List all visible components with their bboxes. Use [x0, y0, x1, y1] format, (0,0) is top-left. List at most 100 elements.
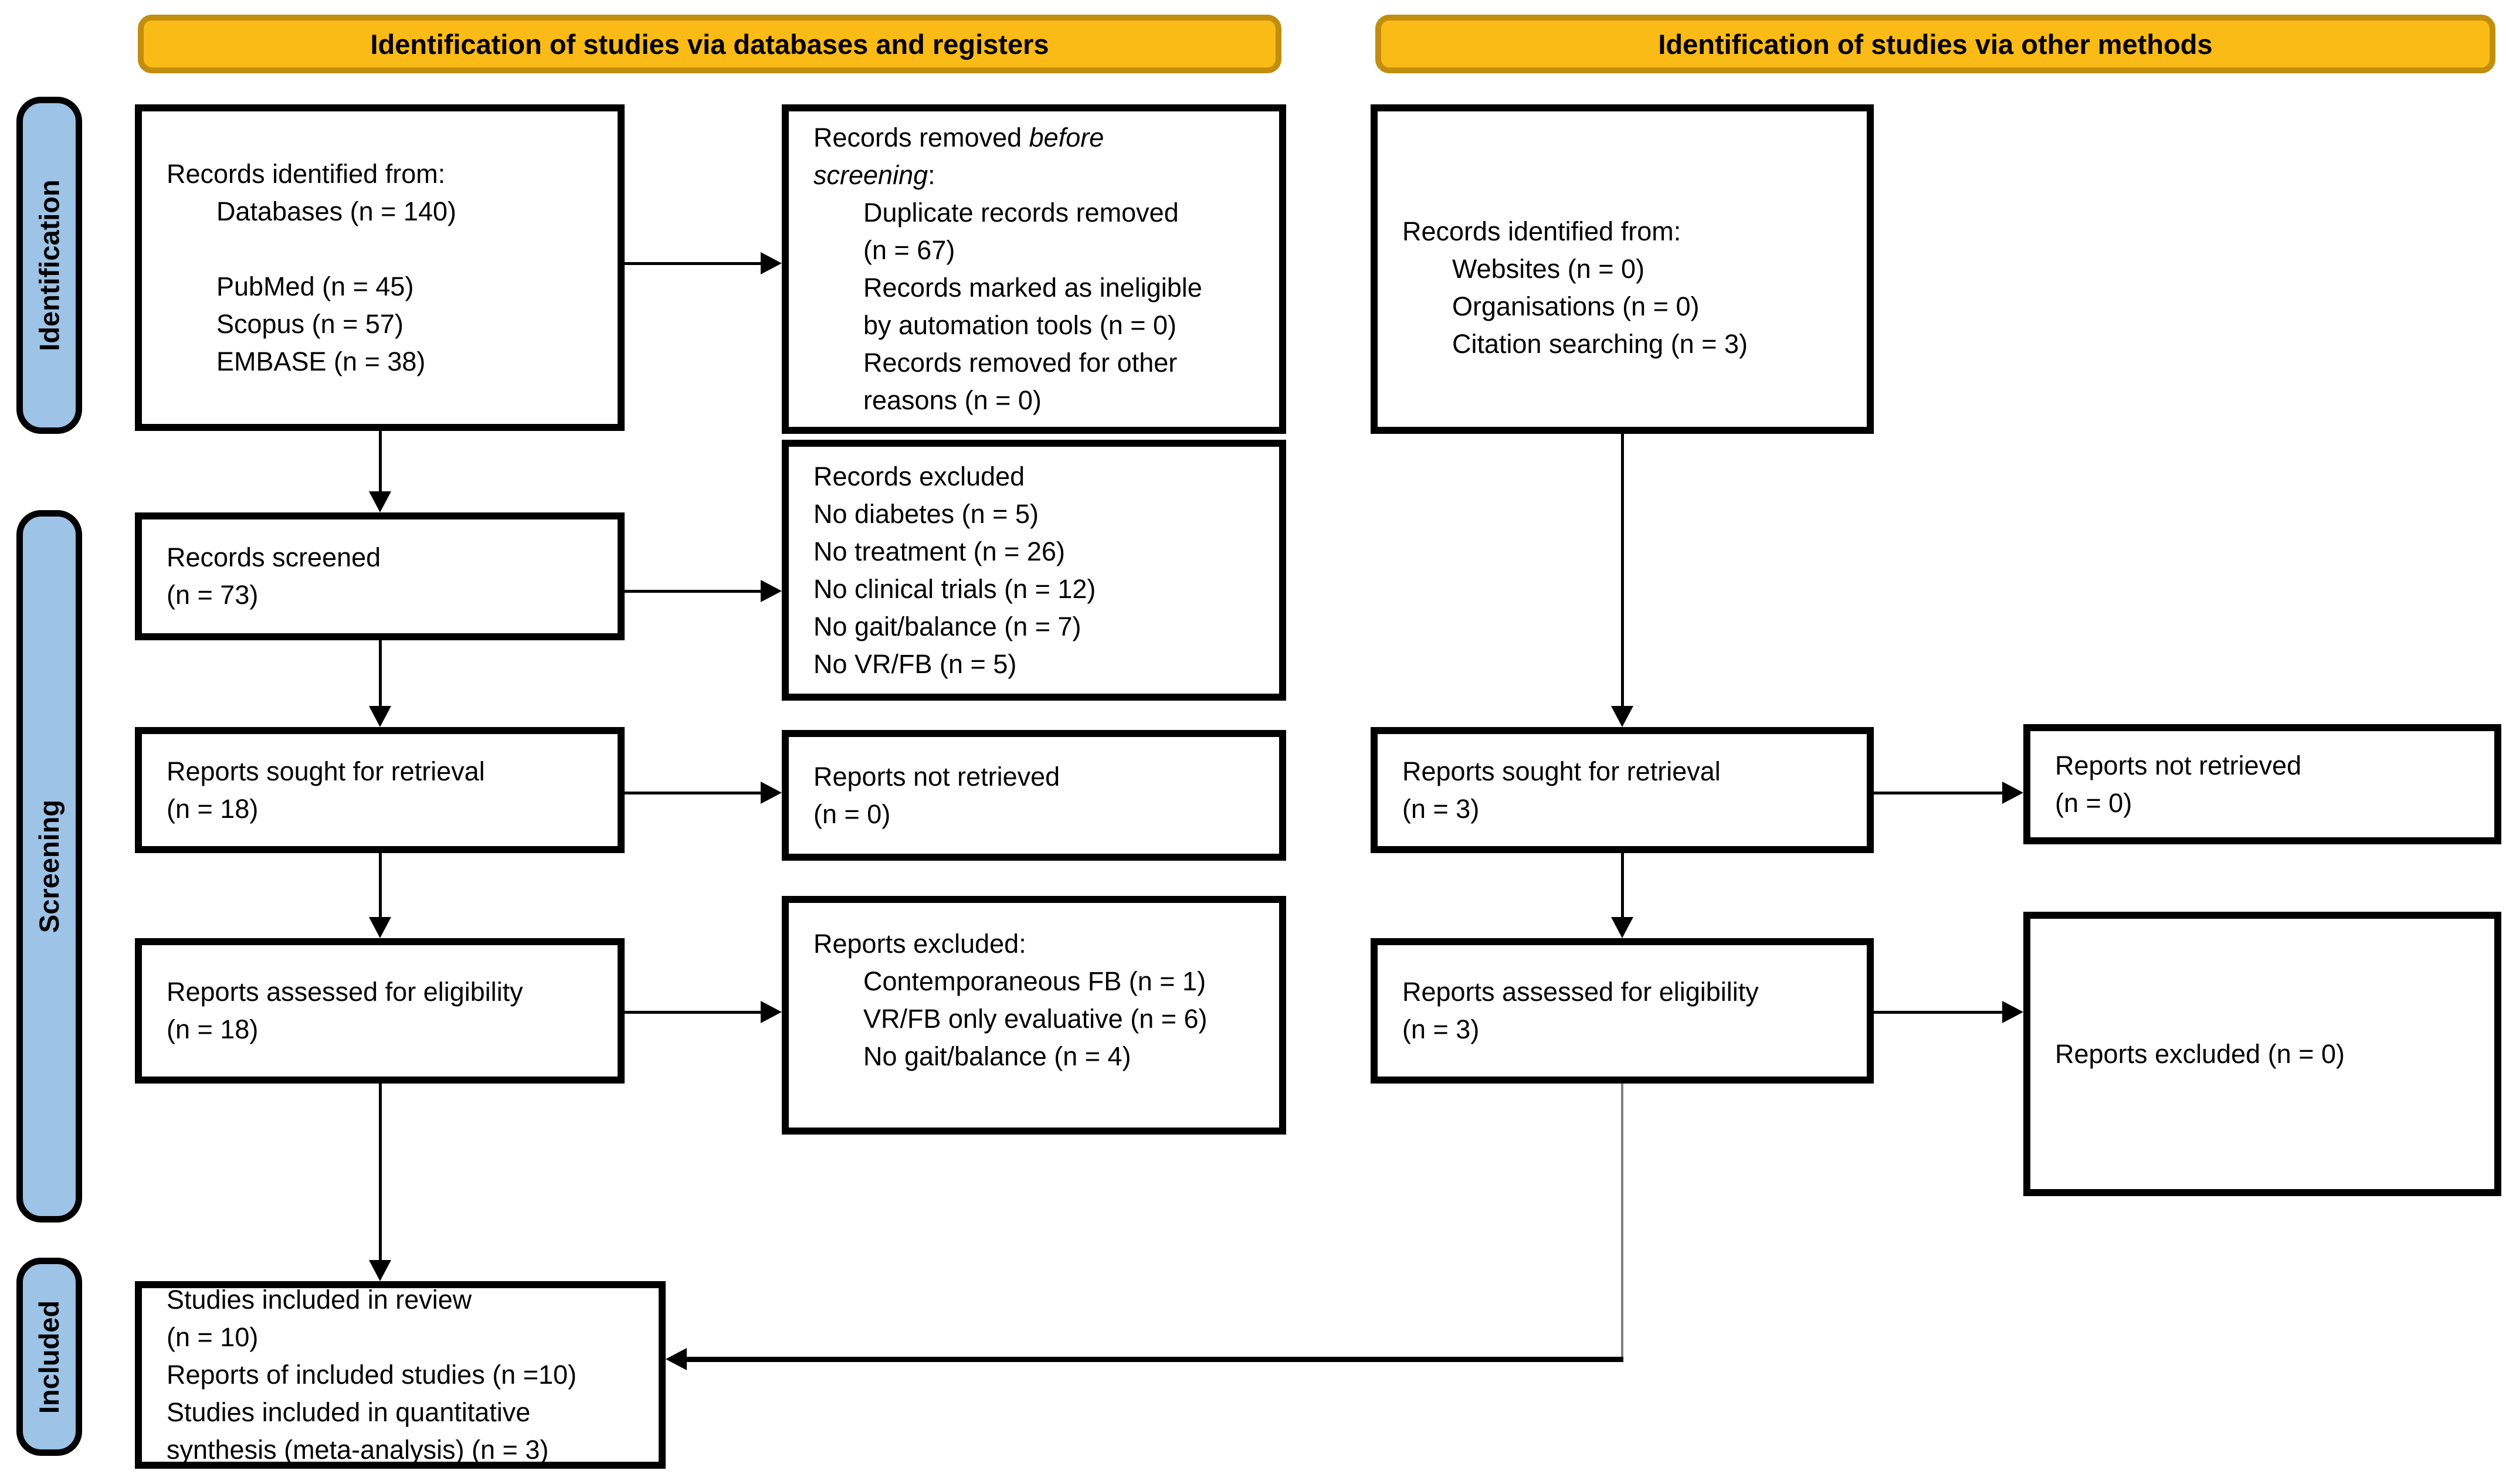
c-other-assessed-to-included-arrowhead	[666, 1348, 687, 1370]
c-other-sought-to-assessed-arrowhead	[1611, 917, 1633, 938]
c-db-assessed-to-included	[379, 1084, 382, 1262]
flow-box-line: Reports sought for retrieval	[167, 753, 600, 790]
c-db-sought-to-assessed-arrowhead	[369, 917, 391, 938]
c-other-assessed-to-included	[684, 1357, 1623, 1362]
flow-box-text: Studies included in quantitative	[167, 1397, 531, 1427]
flow-box-other-records-identified: Records identified from: Websites (n = 0)…	[1371, 104, 1874, 434]
flow-box-line: No gait/balance (n = 7)	[813, 608, 1262, 646]
c-other-identified-to-sought-arrowhead	[1611, 706, 1633, 727]
c-db-assessed-to-excluded	[625, 1011, 763, 1014]
flow-box-text: synthesis (meta-analysis) (n = 3)	[167, 1435, 549, 1465]
flow-box-line: No gait/balance (n = 4)	[813, 1038, 1262, 1075]
flow-box-db-reports-not-retrieved: Reports not retrieved(n = 0)	[782, 730, 1286, 861]
flow-box-line: Reports sought for retrieval	[1402, 753, 1849, 790]
flow-box-text: No VR/FB (n = 5)	[813, 648, 1017, 679]
flow-box-line: Studies included in quantitative	[167, 1394, 641, 1431]
flow-box-text: Records marked as ineligible	[863, 273, 1202, 303]
flow-box-text: Records removed	[813, 123, 1029, 152]
flow-box-text: No gait/balance (n = 4)	[863, 1041, 1131, 1071]
c-db-sought-to-assessed	[379, 853, 382, 919]
flow-box-line: No clinical trials (n = 12)	[813, 570, 1262, 608]
flow-box-line: screening:	[813, 157, 1262, 194]
flow-box-line: EMBASE (n = 38)	[167, 343, 600, 381]
flow-box-other-reports-sought: Reports sought for retrieval (n = 3)	[1371, 727, 1874, 853]
flow-box-line: (n = 3)	[1402, 790, 1849, 828]
flow-box-text: Websites (n = 0)	[1452, 254, 1645, 284]
flow-box-records-removed-before-screening: Records removed before screening: Duplicat…	[782, 104, 1286, 434]
flow-box-text: Studies included in review	[167, 1285, 472, 1315]
flow-box-text: reasons (n = 0)	[863, 385, 1042, 415]
flow-box-line: Reports assessed for eligibility	[167, 973, 600, 1011]
c-db-screened-to-sought-arrowhead	[369, 706, 391, 727]
c-db-identified-to-removed	[625, 262, 763, 265]
flow-box-text: (n = 18)	[167, 793, 259, 824]
flow-box-line: No VR/FB (n = 5)	[813, 646, 1262, 683]
flow-box-line	[167, 230, 600, 268]
flow-box-text: Records screened	[167, 542, 381, 572]
flow-box-db-reports-sought: Reports sought for retrieval (n = 18)	[135, 727, 625, 853]
flow-box-line: Records identified from:	[167, 155, 600, 193]
flow-box-text: before	[1029, 123, 1104, 152]
flow-box-text: Reports assessed for eligibility	[1402, 977, 1759, 1007]
flow-box-line: Websites (n = 0)	[1402, 250, 1849, 288]
flow-box-text: No diabetes (n = 5)	[813, 498, 1039, 529]
flow-box-line: by automation tools (n = 0)	[813, 307, 1262, 344]
flow-box-db-reports-assessed: Reports assessed for eligibility (n = 18)	[135, 938, 625, 1084]
c-other-assessed-to-excluded-arrowhead	[2002, 1001, 2023, 1023]
flow-box-line: Duplicate records removed	[813, 194, 1262, 232]
flow-box-line: (n = 0)	[813, 796, 1262, 833]
flow-box-text: Reports assessed for eligibility	[167, 977, 523, 1007]
flow-box-text: :	[928, 160, 935, 190]
flow-box-line: Studies included in review	[167, 1281, 641, 1319]
c-other-sought-to-notretrieved	[1874, 792, 2005, 794]
flow-box-other-reports-excluded: Reports excluded (n = 0)	[2023, 912, 2501, 1196]
flow-box-text: Organisations (n = 0)	[1452, 291, 1700, 321]
flow-box-text: (n = 0)	[813, 799, 891, 829]
flow-box-line: Databases (n = 140)	[167, 193, 600, 230]
c-other-sought-to-assessed	[1621, 853, 1624, 919]
flow-box-line: No treatment (n = 26)	[813, 533, 1262, 570]
flow-box-text: Reports sought for retrieval	[167, 756, 485, 786]
stage-label-identification: Identification	[33, 179, 65, 351]
flow-box-text: No gait/balance (n = 7)	[813, 611, 1081, 641]
flow-box-text: VR/FB only evaluative (n = 6)	[863, 1004, 1208, 1034]
flow-box-text: (n = 10)	[167, 1322, 259, 1352]
flow-box-line: (n = 18)	[167, 790, 600, 828]
flow-box-other-reports-not-retrieved: Reports not retrieved(n = 0)	[2023, 724, 2501, 844]
flow-box-text: Reports excluded (n = 0)	[2055, 1038, 2345, 1069]
flow-box-line: (n = 3)	[1402, 1011, 1849, 1048]
flow-box-text: EMBASE (n = 38)	[216, 346, 426, 376]
stage-bar-included: Included	[16, 1258, 82, 1456]
flow-box-text: Citation searching (n = 3)	[1452, 329, 1748, 359]
flow-box-text: Reports sought for retrieval	[1402, 756, 1721, 786]
flow-box-text: Records identified from:	[167, 158, 446, 189]
flow-box-db-records-identified: Records identified from: Databases (n = 1…	[135, 104, 625, 431]
flow-box-text: Reports of included studies (n =10)	[167, 1360, 577, 1390]
flow-box-line	[1402, 175, 1849, 213]
flow-box-text: Duplicate records removed	[863, 198, 1179, 227]
stage-label-included: Included	[33, 1300, 65, 1414]
flow-box-line: (n = 10)	[167, 1319, 641, 1356]
flow-box-line: Reports not retrieved	[2055, 747, 2477, 785]
c-db-identified-to-screened-arrowhead	[369, 491, 391, 512]
c-db-identified-to-removed-arrowhead	[761, 252, 782, 274]
c-db-screened-to-sought	[379, 640, 382, 708]
flow-box-line: Reports assessed for eligibility	[1402, 973, 1849, 1011]
flow-box-text: Records excluded	[813, 461, 1025, 491]
flow-box-line: Scopus (n = 57)	[167, 305, 600, 343]
flow-box-text: Records identified from:	[1402, 216, 1681, 246]
flow-box-line: (n = 18)	[167, 1011, 600, 1048]
c-other-assessed-elbow-vertical	[1621, 1084, 1623, 1359]
stage-bar-identification: Identification	[16, 97, 82, 434]
flow-box-line: Reports excluded:	[813, 925, 1262, 963]
flow-box-text: Contemporaneous FB (n = 1)	[863, 966, 1206, 996]
flow-box-line: Reports excluded (n = 0)	[2055, 1035, 2477, 1073]
flow-box-line: Records screened	[167, 539, 600, 576]
flow-box-text: No treatment (n = 26)	[813, 536, 1065, 566]
flow-box-line: No diabetes (n = 5)	[813, 495, 1262, 533]
flow-box-line: Contemporaneous FB (n = 1)	[813, 963, 1262, 1000]
c-db-screened-to-excluded-arrowhead	[761, 580, 782, 602]
flow-box-text: (n = 3)	[1402, 793, 1480, 824]
flow-box-line: Records removed for other	[813, 344, 1262, 382]
